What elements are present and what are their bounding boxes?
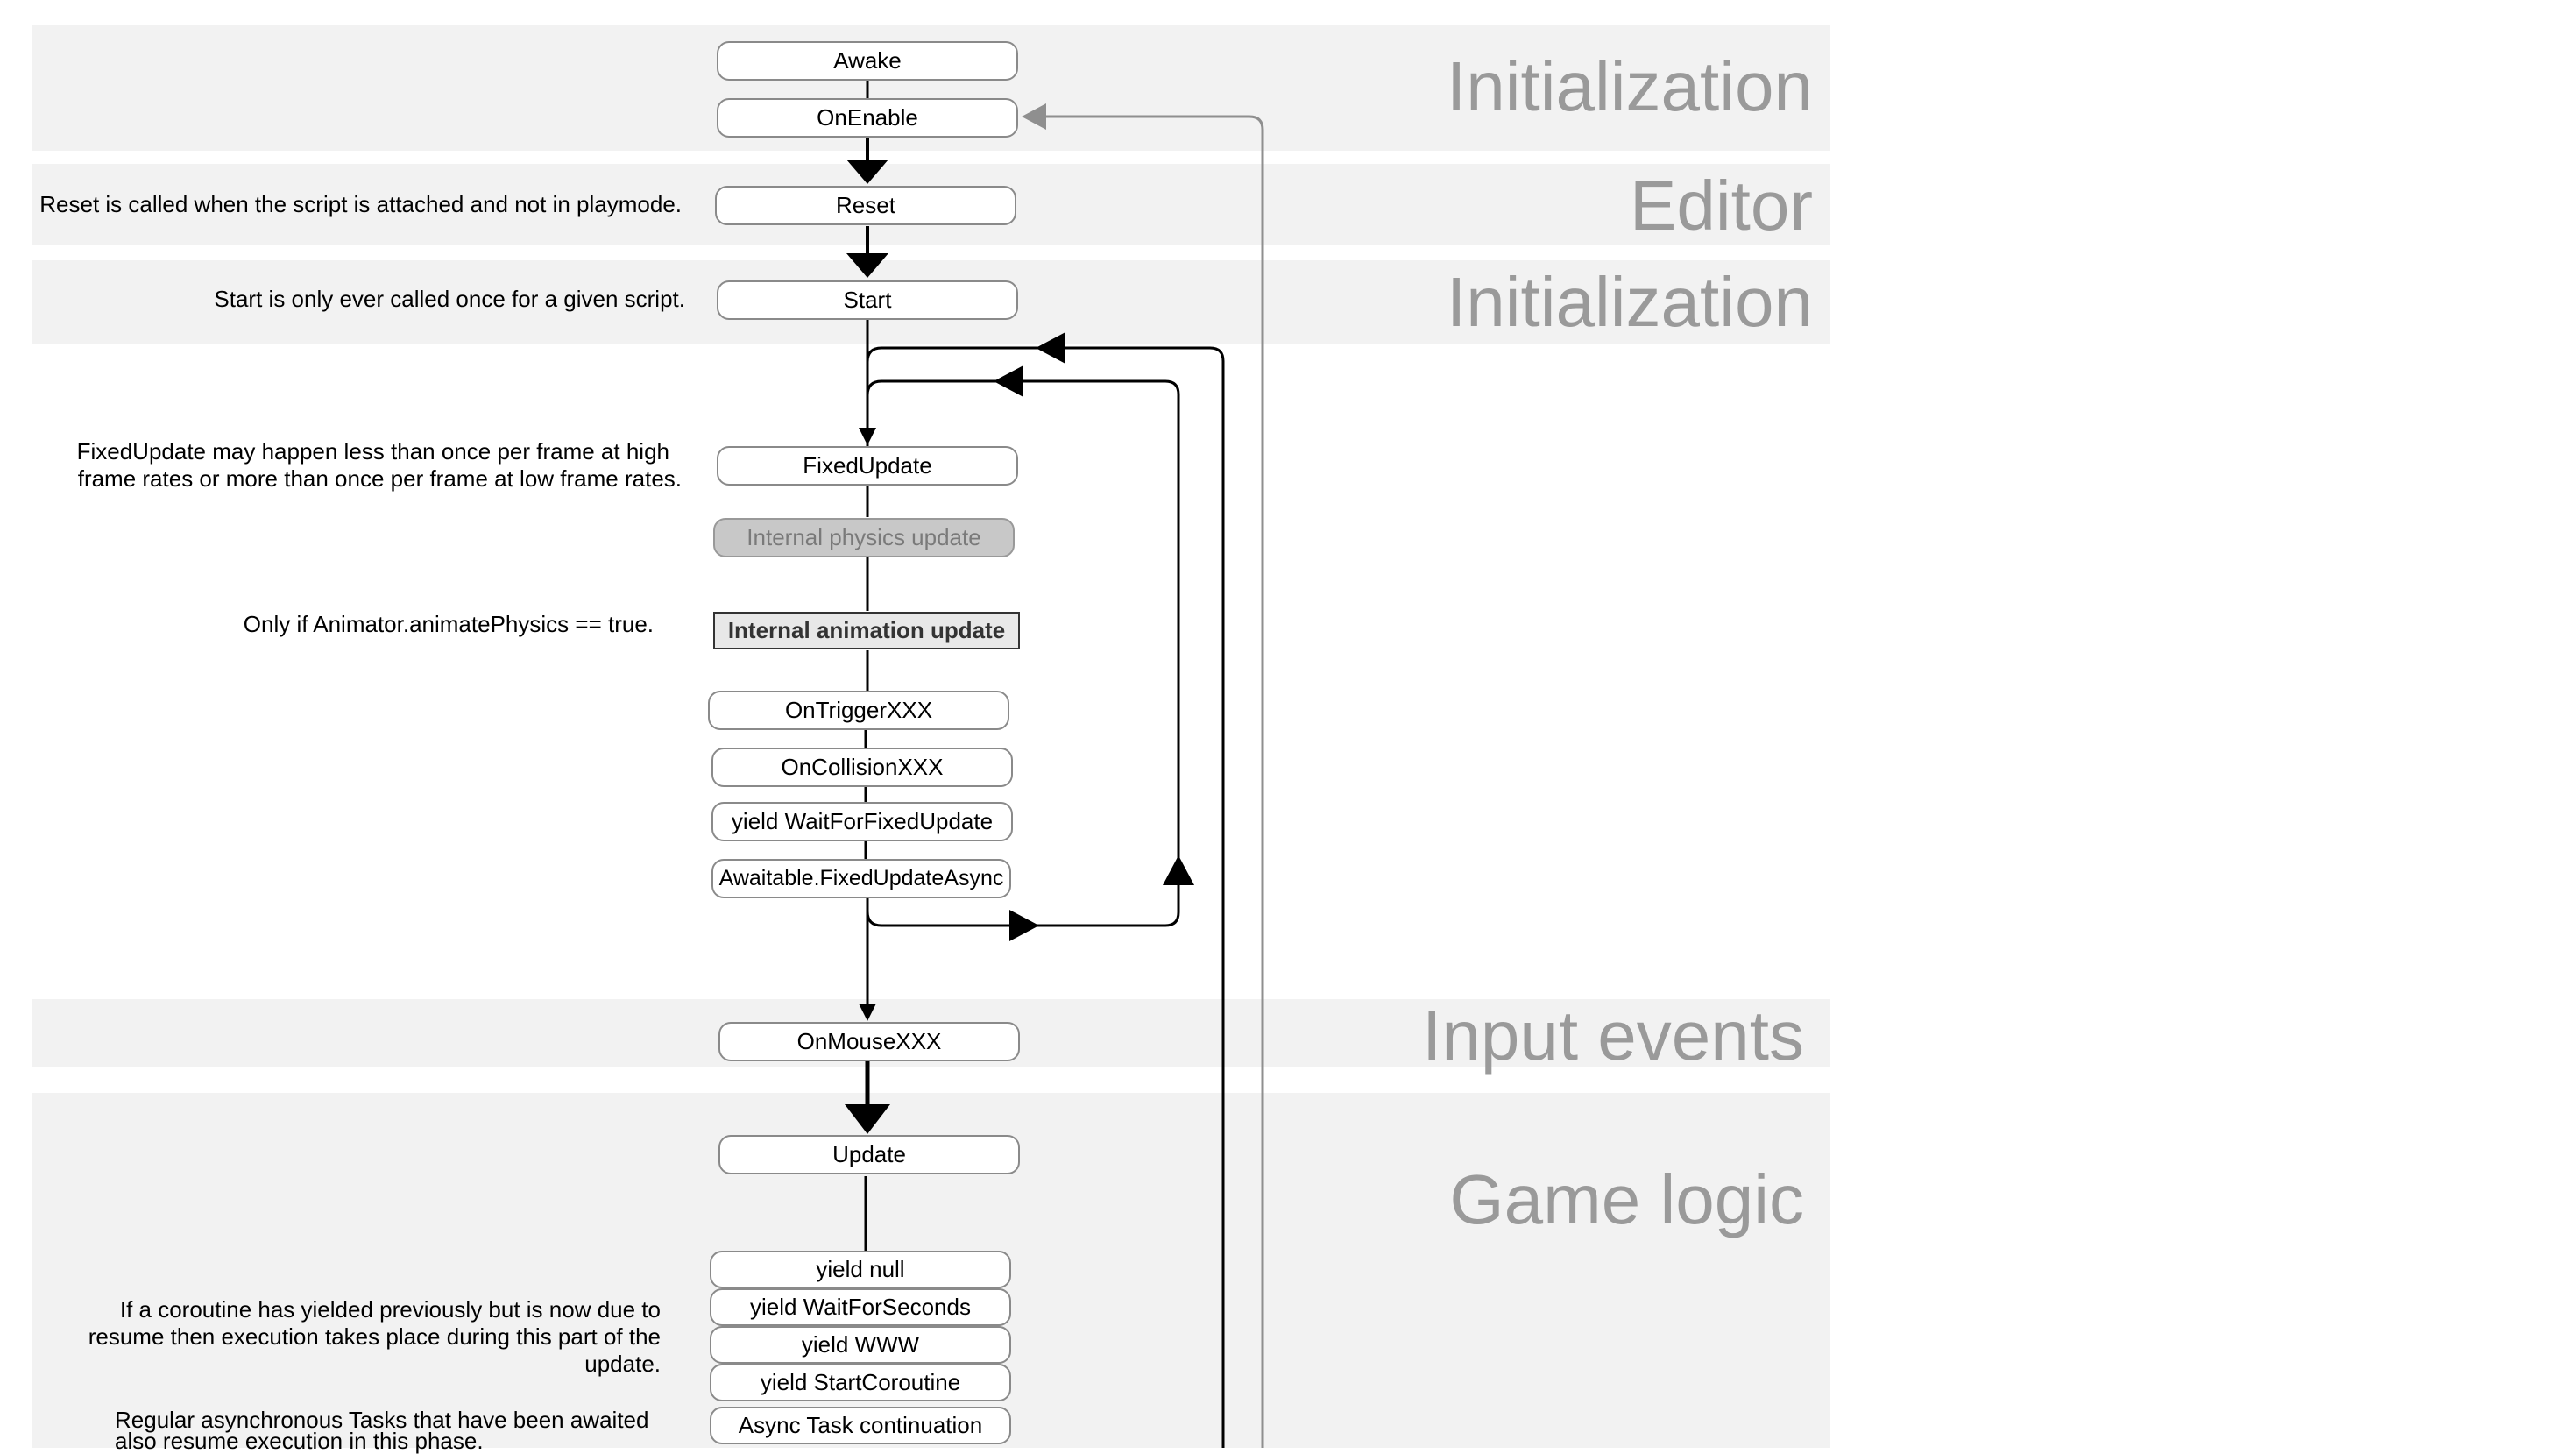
band-label-initialization: Initialization: [1446, 47, 1813, 125]
arrow-onenable-reset: [846, 160, 888, 184]
note-coroutine-line-2: resume then execution takes place during…: [88, 1323, 661, 1350]
node-internal-animation-update: Internal animation update: [713, 612, 1020, 649]
arrow-onenable-gray: [1022, 103, 1046, 130]
arrow-loop-left: [994, 365, 1023, 397]
node-update: Update: [718, 1135, 1020, 1174]
band-label-editor: Editor: [1630, 167, 1813, 245]
node-internal-physics-update: Internal physics update: [713, 518, 1015, 557]
note-animation: Only if Animator.animatePhysics == true.: [243, 611, 654, 637]
note-fixedupdate-line-1: FixedUpdate may happen less than once pe…: [76, 438, 669, 465]
band-editor: Editor: [32, 164, 1830, 245]
note-fixedupdate-line-2: frame rates or more than once per frame …: [77, 465, 682, 492]
node-awake: Awake: [717, 41, 1018, 81]
note-start: Start is only ever called once for a giv…: [214, 286, 685, 312]
note-reset: Reset is called when the script is attac…: [39, 191, 682, 217]
arrow-loop-up: [1163, 855, 1194, 885]
node-yield-www: yield WWW: [710, 1326, 1011, 1364]
note-coroutine: If a coroutine has yielded previously bu…: [88, 1296, 661, 1378]
band-label-game-logic: Game logic: [1449, 1160, 1804, 1238]
arrow-onmouse-update: [845, 1104, 890, 1134]
node-reset: Reset: [715, 186, 1016, 225]
loop-frame-outer: [866, 346, 1225, 1448]
node-fixedupdate: FixedUpdate: [717, 446, 1018, 486]
node-yield-startcoroutine: yield StartCoroutine: [710, 1364, 1011, 1401]
node-onmousexxx: OnMouseXXX: [718, 1022, 1020, 1061]
arrow-reset-start: [846, 253, 888, 278]
node-onenable: OnEnable: [717, 98, 1018, 138]
node-yield-null: yield null: [710, 1251, 1011, 1288]
node-async-task-continuation: Async Task continuation: [710, 1407, 1011, 1444]
arrow-into-fixedupdate: [859, 428, 876, 445]
arrow-frame-left: [1036, 332, 1065, 364]
node-oncollisionxxx: OnCollisionXXX: [711, 748, 1013, 787]
loop-onenable: [1043, 115, 1264, 1448]
node-start: Start: [717, 280, 1018, 320]
note-coroutine-line-3: update.: [584, 1351, 661, 1377]
node-ontriggerxxx: OnTriggerXXX: [708, 691, 1009, 730]
band-label-input-events: Input events: [1422, 997, 1804, 1075]
note-fixedupdate: FixedUpdate may happen less than once pe…: [77, 438, 682, 493]
node-awaitable-fixedupdateasync: Awaitable.FixedUpdateAsync: [711, 859, 1011, 898]
note-async-line-1: Regular asynchronous Tasks that have bee…: [115, 1407, 649, 1433]
loop-fixed-inner: [866, 379, 1180, 927]
node-yield-waitforfixedupdate: yield WaitForFixedUpdate: [711, 802, 1013, 841]
arrow-into-onmouse: [859, 1004, 876, 1021]
note-coroutine-line-1: If a coroutine has yielded previously bu…: [119, 1296, 661, 1323]
band-label-initialization-start: Initialization: [1446, 263, 1813, 341]
node-yield-waitforseconds: yield WaitForSeconds: [710, 1288, 1011, 1326]
arrow-loop-right: [1009, 910, 1039, 941]
